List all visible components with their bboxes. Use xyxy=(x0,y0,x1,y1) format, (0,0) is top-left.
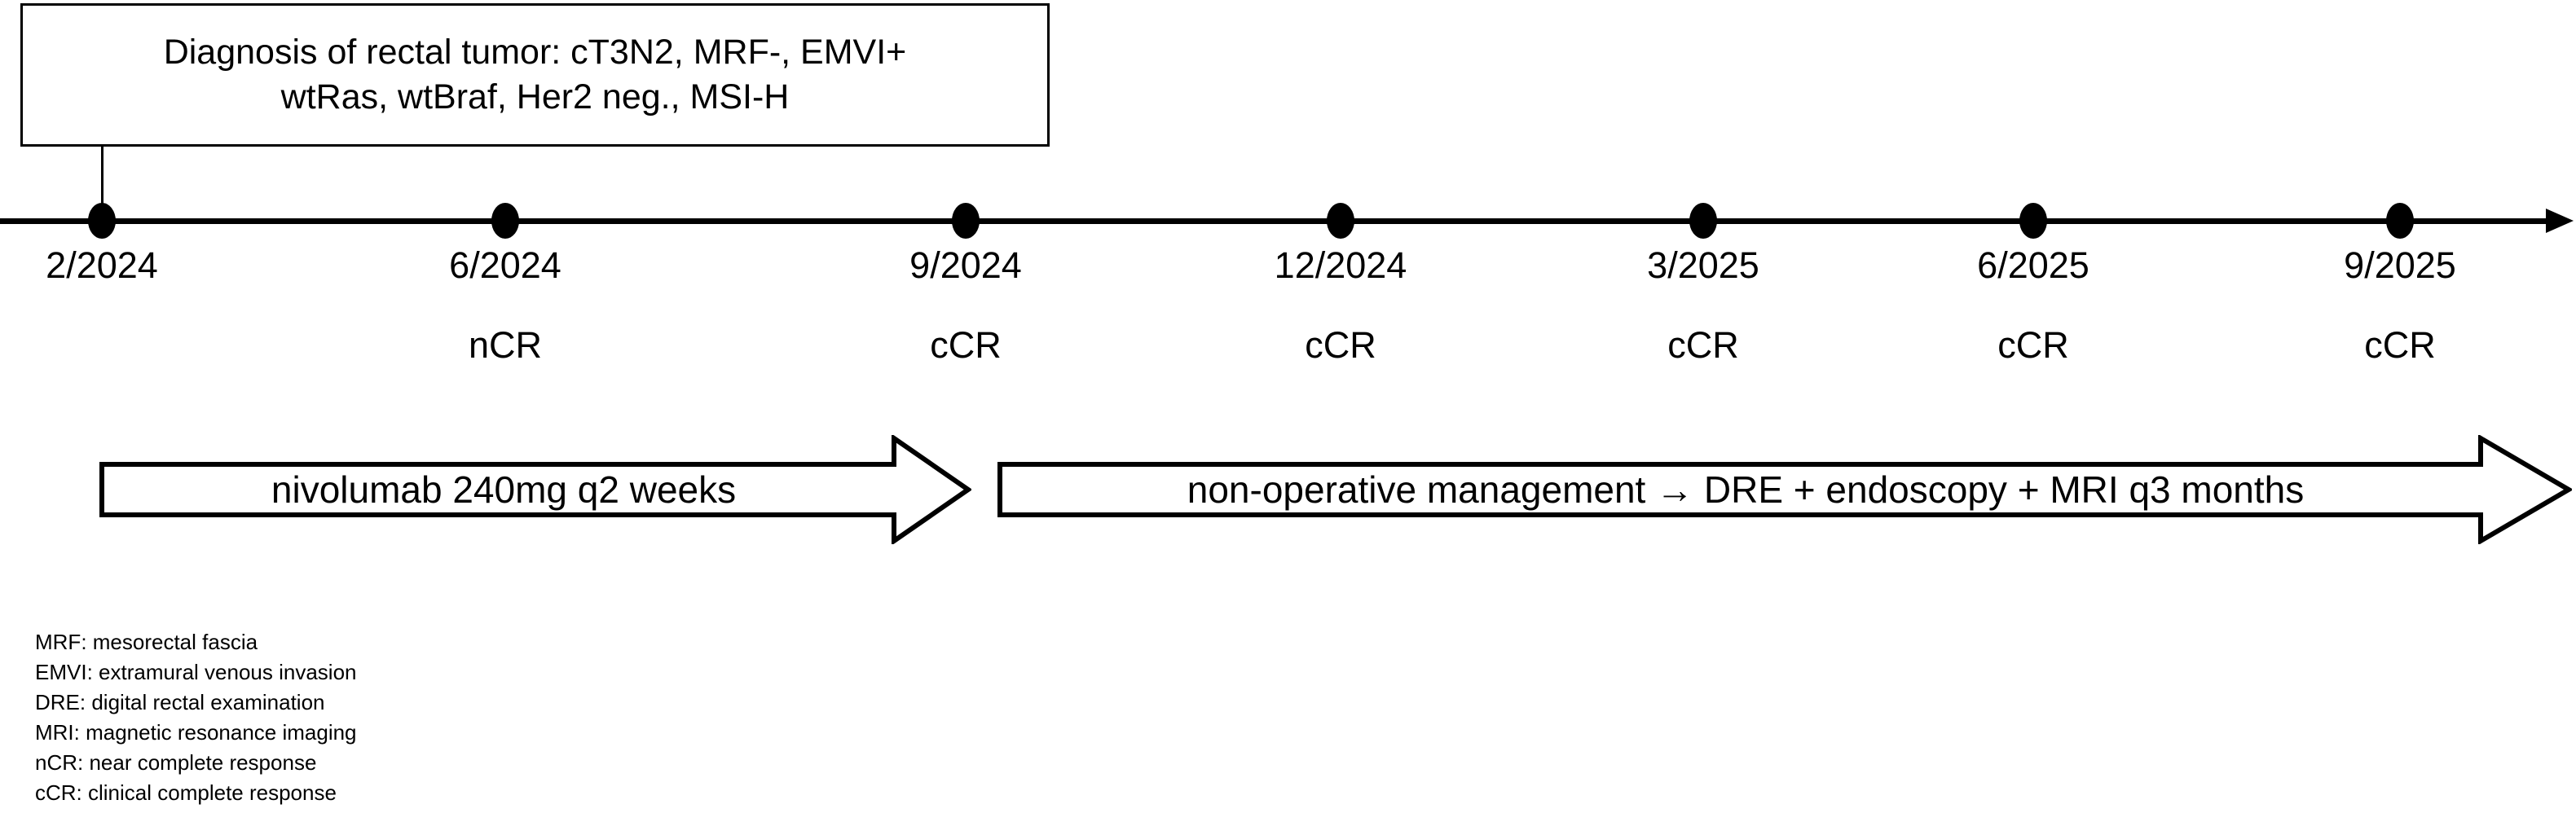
timeline-response-label: nCR xyxy=(468,324,543,366)
diagnosis-callout-box: Diagnosis of rectal tumor: cT3N2, MRF-, … xyxy=(20,3,1050,147)
timeline-date-label: 6/2024 xyxy=(449,244,561,286)
block-arrow-shape-icon xyxy=(997,435,2572,544)
timeline-dot xyxy=(1689,203,1717,239)
diagnosis-line-1: Diagnosis of rectal tumor: cT3N2, MRF-, … xyxy=(163,32,907,72)
legend-line: DRE: digital rectal examination xyxy=(35,689,325,714)
timeline-response-label: cCR xyxy=(1997,324,2069,366)
treatment-arrow-nivolumab: nivolumab 240mg q2 weeks xyxy=(99,435,971,544)
timeline-dot xyxy=(1327,203,1354,239)
legend-line: EMVI: extramural venous invasion xyxy=(35,659,357,684)
abbreviation-legend: MRF: mesorectal fascia EMVI: extramural … xyxy=(35,627,768,807)
timeline-date-label: 9/2025 xyxy=(2344,244,2456,286)
callout-leader-line xyxy=(101,147,103,222)
timeline-date-label: 2/2024 xyxy=(46,244,158,286)
legend-line: nCR: near complete response xyxy=(35,749,317,775)
timeline-dot xyxy=(491,203,519,239)
timeline-response-label: cCR xyxy=(1667,324,1739,366)
timeline-dot xyxy=(952,203,980,239)
treatment-arrow-non-operative-management: non-operative management → DRE + endosco… xyxy=(997,435,2572,544)
block-arrow-shape-icon xyxy=(99,435,971,544)
timeline-date-label: 3/2025 xyxy=(1647,244,1759,286)
timeline-date-label: 12/2024 xyxy=(1274,244,1407,286)
timeline-axis-line xyxy=(0,218,2559,224)
timeline-dot xyxy=(2386,203,2414,239)
diagnosis-line-2: wtRas, wtBraf, Her2 neg., MSI-H xyxy=(280,77,790,116)
timeline-response-label: cCR xyxy=(1305,324,1376,366)
timeline-response-label: cCR xyxy=(2364,324,2436,366)
timeline-arrowhead-icon xyxy=(2546,209,2574,233)
timeline-response-label: cCR xyxy=(930,324,1002,366)
legend-line: MRF: mesorectal fascia xyxy=(35,630,258,654)
timeline-dot xyxy=(2019,203,2047,239)
legend-line: cCR: clinical complete response xyxy=(35,780,337,805)
timeline-dot xyxy=(88,203,116,239)
timeline-date-label: 9/2024 xyxy=(909,244,1022,286)
legend-line: MRI: magnetic resonance imaging xyxy=(35,719,357,745)
timeline-date-label: 6/2025 xyxy=(1977,244,2089,286)
